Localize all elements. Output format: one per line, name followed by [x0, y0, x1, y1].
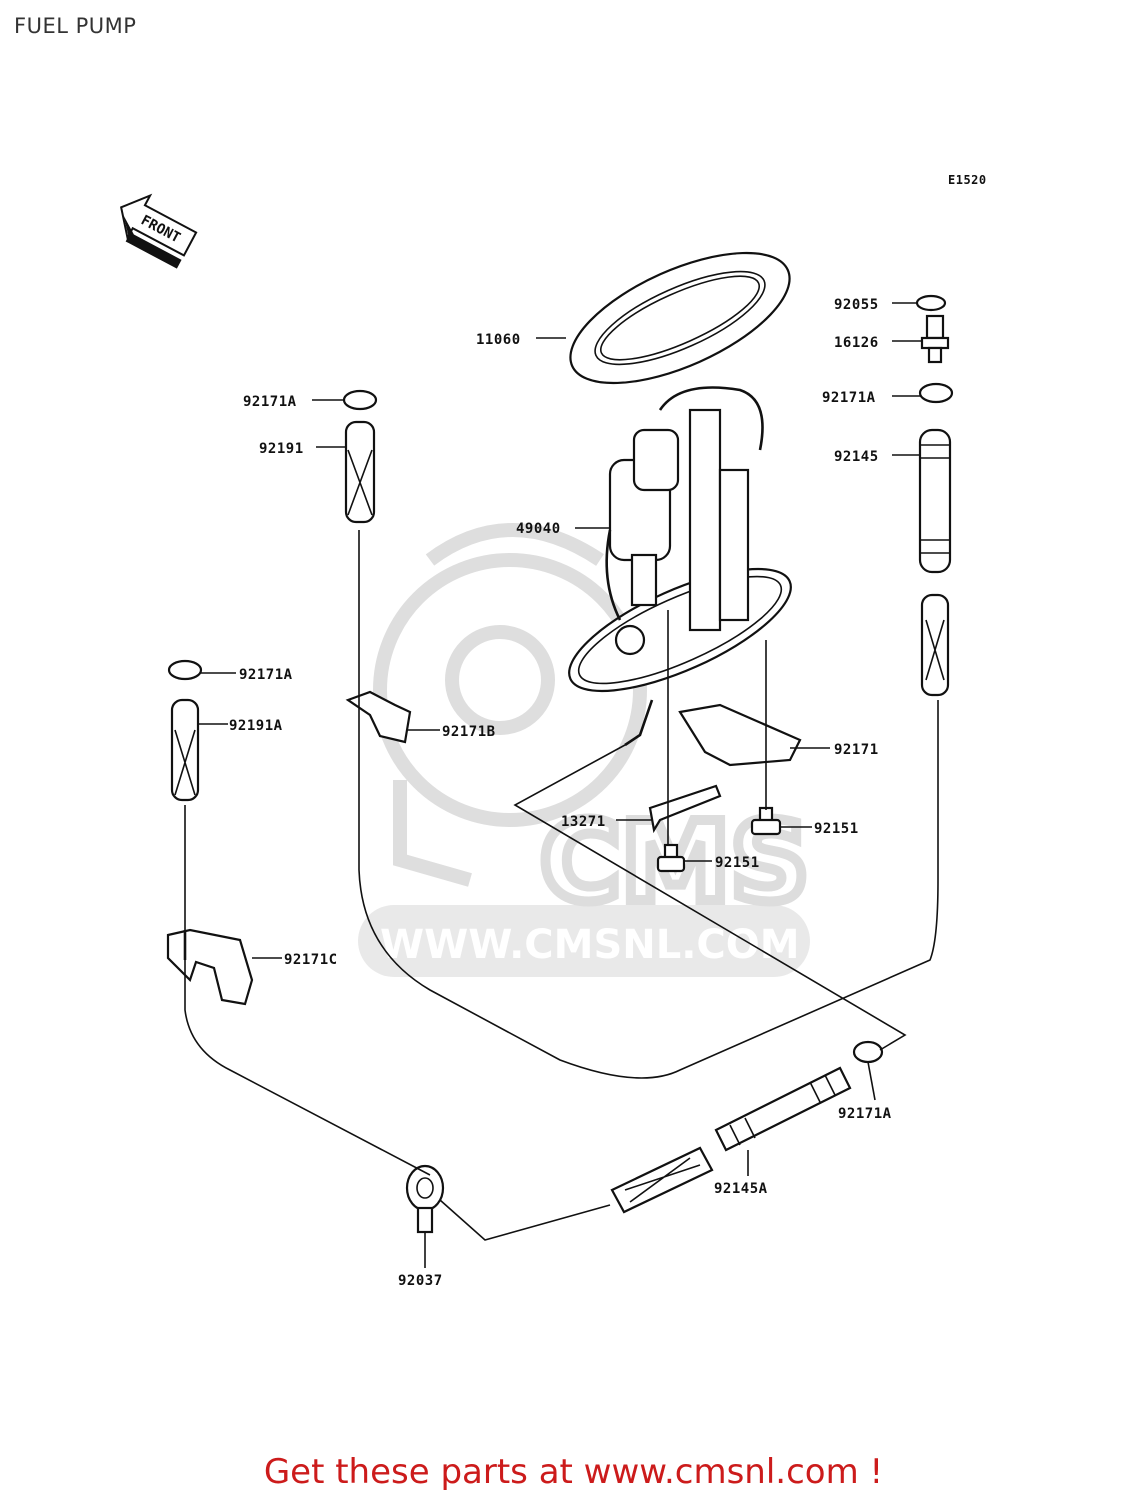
callout-92145A: 92145A	[714, 1181, 768, 1197]
callout-92171: 92171	[834, 742, 879, 758]
callout-92171A-mid-left: 92171A	[239, 667, 293, 683]
callout-92191: 92191	[259, 441, 304, 457]
plate-13271	[648, 784, 722, 834]
banjo-fitting-92037	[405, 1164, 445, 1234]
callout-92055: 92055	[834, 297, 879, 313]
bolt-92151-right	[750, 806, 782, 836]
callout-49040: 49040	[516, 521, 561, 537]
hose-92145	[918, 428, 952, 697]
callout-92151-center: 92151	[715, 855, 760, 871]
footer-link-text[interactable]: Get these parts at www.cmsnl.com !	[263, 1452, 884, 1492]
nipple-16126	[920, 314, 950, 364]
washer-92055	[915, 294, 947, 312]
callout-92171B: 92171B	[442, 724, 496, 740]
watermark-url: WWW.CMSNL.COM	[380, 922, 800, 968]
clip-92171C	[166, 928, 254, 1006]
callout-92145: 92145	[834, 449, 879, 465]
hose-92191A	[170, 698, 200, 802]
reference-code: E1520	[948, 173, 987, 187]
bolt-92151-center	[656, 843, 686, 873]
parts-diagram: CMS WWW.CMSNL.COM E1520 FRONT	[120, 173, 987, 1289]
callout-16126: 16126	[834, 335, 879, 351]
clamp-92171A-bottom	[852, 1040, 884, 1064]
leader-lines	[198, 302, 922, 1268]
callout-92171A-bottom: 92171A	[838, 1106, 892, 1122]
bracket-92171	[678, 703, 802, 767]
clamp-92171A-top-left	[342, 389, 378, 411]
callout-92191A: 92191A	[229, 718, 283, 734]
callout-11060: 11060	[476, 332, 521, 348]
watermark-banner	[358, 905, 810, 977]
clamp-92171A-right	[918, 382, 954, 404]
callout-13271: 13271	[561, 814, 606, 830]
callout-92037: 92037	[398, 1273, 443, 1289]
front-arrow-icon: FRONT	[120, 193, 198, 269]
page-title: FUEL PUMP	[14, 14, 137, 38]
hose-92191	[344, 420, 376, 524]
gasket-part	[569, 251, 791, 385]
callout-92171A-top-left: 92171A	[243, 394, 297, 410]
hose-92145A	[610, 1066, 852, 1214]
callout-92171C: 92171C	[284, 952, 338, 968]
watermark	[373, 523, 647, 887]
fuel-pump-assembly	[568, 386, 792, 747]
callout-92171A-top-right: 92171A	[822, 390, 876, 406]
callout-92151-right: 92151	[814, 821, 859, 837]
clamp-92171A-mid-left	[167, 659, 203, 681]
routing-lines	[183, 530, 939, 1241]
clip-92171B	[345, 690, 412, 744]
